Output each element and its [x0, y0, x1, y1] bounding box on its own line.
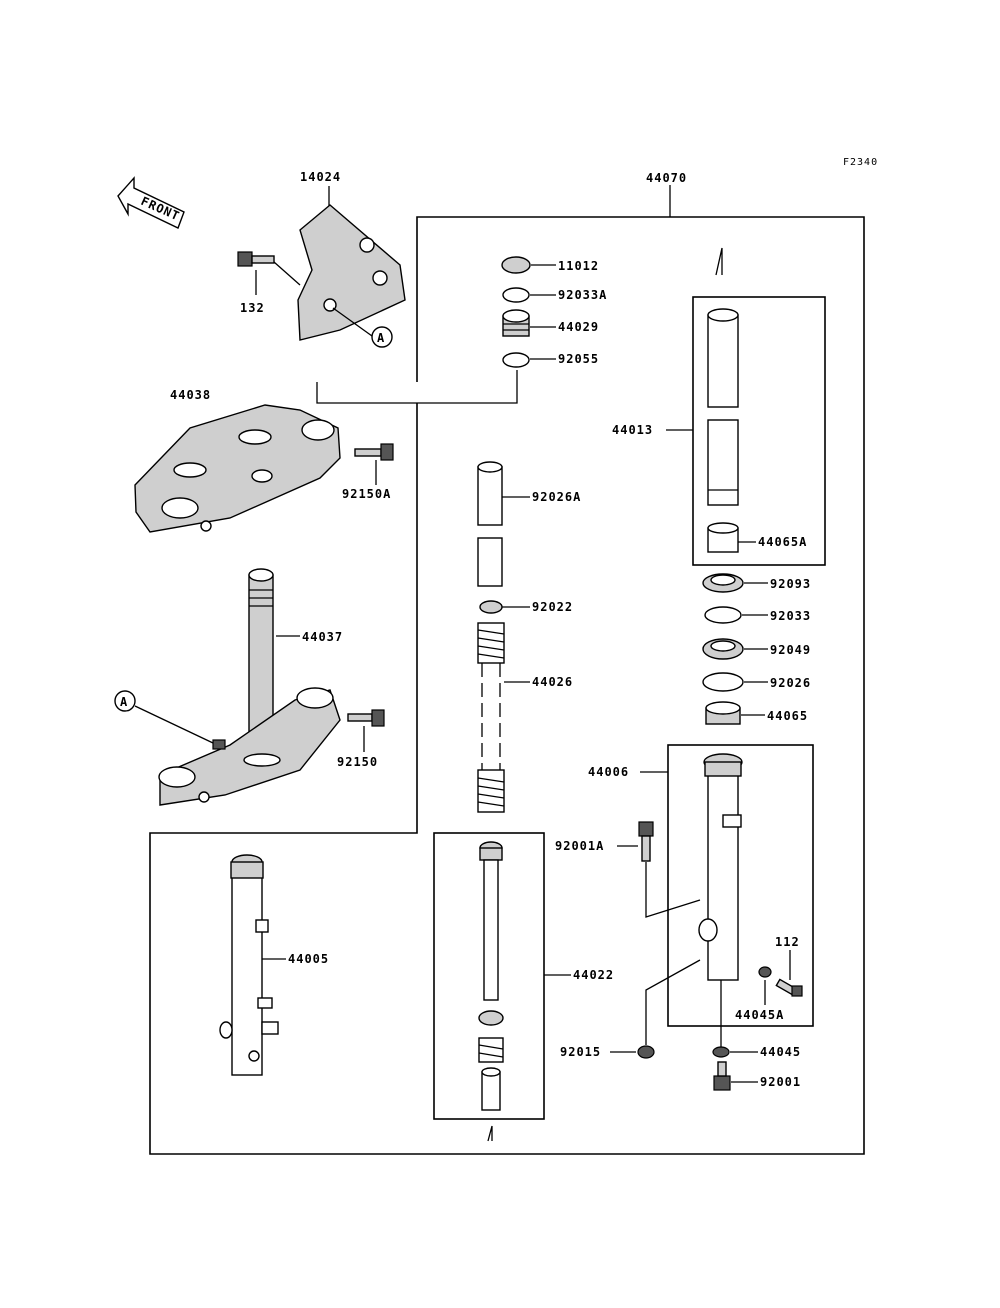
plug-44029 — [502, 309, 530, 337]
part-labels: 14024 44070 132 11012 92033A 44029 92055… — [170, 170, 811, 1089]
bush-44065 — [705, 701, 741, 725]
box-44022 — [433, 832, 545, 1120]
label-44037: 44037 — [302, 630, 343, 644]
bolt-92001A — [638, 821, 654, 862]
label-92033A: 92033A — [558, 288, 607, 302]
bolt-92150 — [347, 709, 385, 727]
bracket-part-44038 — [134, 404, 341, 533]
assembly-outline-44070 — [149, 216, 865, 1155]
label-44065A: 44065A — [758, 535, 807, 549]
label-14024: 14024 — [300, 170, 341, 184]
figure-code: F2340 — [843, 157, 878, 168]
label-44005: 44005 — [288, 952, 329, 966]
label-92015: 92015 — [560, 1045, 601, 1059]
fork-tube-44005 — [219, 854, 279, 1076]
ring-92026 — [702, 672, 744, 692]
box-44006 — [667, 744, 814, 1027]
label-92026A: 92026A — [532, 490, 581, 504]
washer-44045A — [758, 966, 772, 978]
spring-44026 — [477, 622, 505, 813]
label-44070: 44070 — [646, 171, 687, 185]
bolt-132 — [237, 251, 275, 267]
seat-92022 — [479, 600, 503, 614]
bolt-112 — [775, 978, 803, 997]
box-44013 — [692, 296, 826, 566]
cap-11012 — [501, 256, 531, 274]
label-44006: 44006 — [588, 765, 629, 779]
label-44038: 44038 — [170, 388, 211, 402]
label-44026: 44026 — [532, 675, 573, 689]
label-11012: 11012 — [558, 259, 599, 273]
ring-92033A — [502, 287, 530, 303]
label-92049: 92049 — [770, 643, 811, 657]
label-92033: 92033 — [770, 609, 811, 623]
seal-92049 — [702, 638, 744, 660]
spacer-92026A — [477, 461, 503, 587]
label-44045: 44045 — [760, 1045, 801, 1059]
bolt-92150A — [354, 443, 394, 461]
nut-92015 — [637, 1045, 655, 1059]
label-92055: 92055 — [558, 352, 599, 366]
label-92150A: 92150A — [342, 487, 391, 501]
label-92001: 92001 — [760, 1075, 801, 1089]
label-92150: 92150 — [337, 755, 378, 769]
stem-part-44037 — [158, 568, 341, 806]
label-112: 112 — [775, 935, 800, 949]
seal-92093 — [702, 573, 744, 593]
label-92093: 92093 — [770, 577, 811, 591]
washer-44045 — [712, 1046, 730, 1058]
label-44045A: 44045A — [735, 1008, 784, 1022]
label-92022: 92022 — [532, 600, 573, 614]
label-44022: 44022 — [573, 968, 614, 982]
oring-92055 — [502, 352, 530, 368]
callout-a-top — [371, 326, 393, 348]
cylinder-44022 — [478, 841, 504, 1111]
cover-part-14024 — [297, 204, 406, 341]
outer-tube-44006 — [698, 753, 743, 981]
label-92001A: 92001A — [555, 839, 604, 853]
label-44013: 44013 — [612, 423, 653, 437]
label-92026: 92026 — [770, 676, 811, 690]
label-132: 132 — [240, 301, 265, 315]
tube-44013 — [707, 308, 739, 553]
callout-a-bottom — [114, 690, 136, 712]
label-44065: 44065 — [767, 709, 808, 723]
front-arrow-icon: FRONT — [117, 176, 185, 229]
clip-92033 — [704, 606, 742, 624]
label-44029: 44029 — [558, 320, 599, 334]
callout-a-bottom-letter: A — [120, 695, 128, 709]
bolt-92001 — [713, 1061, 731, 1091]
callout-a-top-letter: A — [377, 331, 385, 345]
